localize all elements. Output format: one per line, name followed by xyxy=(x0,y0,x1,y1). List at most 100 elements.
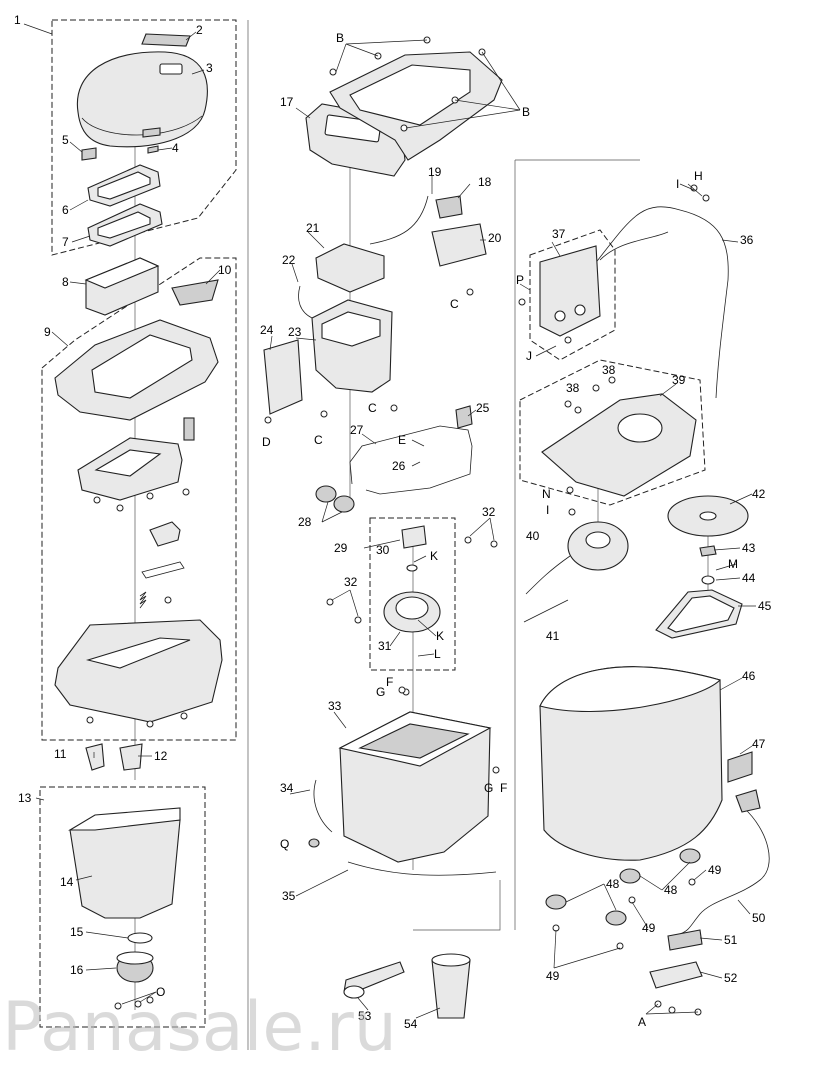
part-9-top-opening xyxy=(91,334,193,399)
part-40-motor-hub xyxy=(585,531,611,549)
part-30-coupler xyxy=(401,525,427,549)
part-24-board xyxy=(263,339,303,415)
part-48-foot-1 xyxy=(545,894,567,910)
part-54-cup-rim xyxy=(431,953,471,967)
part-27-heater xyxy=(349,425,473,495)
part-4-pin xyxy=(147,145,159,154)
part-28-heater-end-2 xyxy=(333,495,355,513)
callout-10: 10 xyxy=(218,263,232,277)
callout-1: 1 xyxy=(14,13,21,27)
part-48-foot-2 xyxy=(605,910,627,926)
part-46-casing-top xyxy=(539,666,722,712)
coil-spring xyxy=(139,591,147,609)
callout-39: 39 xyxy=(672,373,686,387)
callout-52: 52 xyxy=(724,971,738,985)
callout-26: 26 xyxy=(392,459,406,473)
callout-29: 29 xyxy=(334,541,348,555)
part-48-foot-4 xyxy=(679,848,701,864)
center-line-right xyxy=(514,159,640,930)
part-15-seal xyxy=(127,932,153,944)
callout-12: 12 xyxy=(154,749,168,763)
callout-51: 51 xyxy=(724,933,738,947)
callout-18: 18 xyxy=(478,175,492,189)
callout-15: 15 xyxy=(70,925,84,939)
latch-opening xyxy=(94,449,162,477)
callout-48a: 48 xyxy=(606,877,620,891)
top-frame-opening xyxy=(349,64,471,126)
callout-letter-g-1: G xyxy=(376,685,385,699)
callout-54: 54 xyxy=(404,1017,418,1031)
part-41-strap xyxy=(523,599,569,623)
part-5-hinge xyxy=(81,147,97,161)
callout-16: 16 xyxy=(70,963,84,977)
callout-letter-c-1: C xyxy=(450,297,459,311)
part-16-shaft-top xyxy=(116,951,154,965)
part-12-clip xyxy=(119,743,143,771)
callout-9: 9 xyxy=(44,325,51,339)
callout-45: 45 xyxy=(758,599,772,613)
callout-letter-i-1: I xyxy=(676,177,679,191)
part-53-scoop-cup xyxy=(343,985,365,999)
part-48-foot-3 xyxy=(619,868,641,884)
callout-7: 7 xyxy=(62,235,69,249)
part-k-washer xyxy=(406,564,418,572)
callout-27: 27 xyxy=(350,423,364,437)
callout-letter-c-3: C xyxy=(314,433,323,447)
group-9-box xyxy=(41,257,237,741)
part-36-cable-branch xyxy=(599,231,669,261)
callout-letter-h: H xyxy=(694,169,703,183)
callout-letter-f-1: F xyxy=(386,675,393,689)
part-18-sensor xyxy=(435,195,463,219)
callout-37: 37 xyxy=(552,227,566,241)
callout-letter-c-2: C xyxy=(368,401,377,415)
body-base xyxy=(54,619,223,723)
callout-letter-g-2: G xyxy=(484,781,493,795)
part-21-pcb xyxy=(315,243,385,293)
lever-part xyxy=(149,521,181,547)
callout-letter-b-top: B xyxy=(336,31,344,45)
callout-48b: 48 xyxy=(664,883,678,897)
part-19-wire xyxy=(369,195,429,245)
letter-callout-labels: B B C C C D E F G G F H I I J K K L M N … xyxy=(156,31,738,1029)
callout-49b: 49 xyxy=(642,921,656,935)
callout-5: 5 xyxy=(62,133,69,147)
callout-letter-j: J xyxy=(526,349,532,363)
part-36-cable xyxy=(589,206,729,399)
callout-letter-n: N xyxy=(542,487,551,501)
body-base-recess xyxy=(85,637,191,669)
watermark-text: Panasale.ru xyxy=(2,988,397,1067)
callout-11: 11 xyxy=(54,747,67,761)
part-40-lead xyxy=(525,555,571,595)
callout-letter-l: L xyxy=(434,647,441,661)
callout-letter-b-right: B xyxy=(522,105,530,119)
callout-letter-o: O xyxy=(156,985,165,999)
part-14-pan xyxy=(69,819,181,919)
part-33-chamber-opening xyxy=(358,723,470,759)
callout-letter-m: M xyxy=(728,557,738,571)
part-39-chassis xyxy=(541,393,697,497)
callout-letter-d: D xyxy=(262,435,271,449)
callout-21: 21 xyxy=(306,221,320,235)
callout-49c: 49 xyxy=(546,969,560,983)
callout-22: 22 xyxy=(282,253,296,267)
callout-13: 13 xyxy=(18,791,32,805)
callout-32b: 32 xyxy=(344,575,358,589)
part-8-dispenser-top xyxy=(84,257,160,289)
center-line-mid xyxy=(413,880,501,931)
callout-42: 42 xyxy=(752,487,766,501)
callout-14: 14 xyxy=(60,875,74,889)
callout-41: 41 xyxy=(546,629,560,643)
callout-46: 46 xyxy=(742,669,756,683)
part-31-bearing-inner xyxy=(395,596,429,620)
callout-40: 40 xyxy=(526,529,540,543)
part-50-cord xyxy=(679,807,770,935)
part-50-plug xyxy=(735,789,761,813)
part-3-handle xyxy=(142,127,161,138)
part-44-washer xyxy=(701,575,715,585)
part-47-label xyxy=(727,751,753,783)
callout-4: 4 xyxy=(172,141,179,155)
part-37-hole-1 xyxy=(554,310,566,322)
callout-6: 6 xyxy=(62,203,69,217)
part-q-connector xyxy=(308,838,320,848)
